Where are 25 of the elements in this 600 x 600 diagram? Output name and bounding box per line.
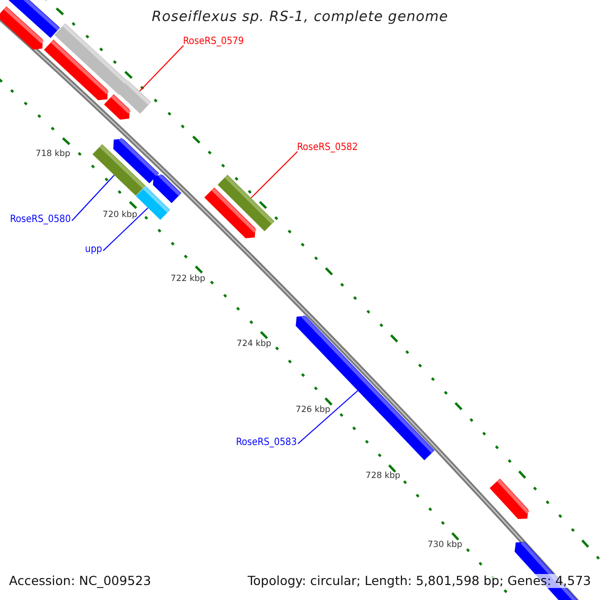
- gene-feature: [218, 174, 274, 232]
- gene-feature: [116, 80, 152, 114]
- leader-line: [139, 45, 184, 92]
- gene-label: RoseRS_0582: [297, 142, 358, 154]
- position-label: 730 kbp: [428, 541, 462, 551]
- gene-label: RoseRS_0580: [10, 214, 71, 226]
- position-label: 728 kbp: [366, 472, 400, 482]
- position-label: 724 kbp: [236, 340, 272, 350]
- genome-info-text: Topology: circular; Length: 5,801,598 bp; Genes: 4,573: [248, 574, 591, 588]
- position-label: 718 kbp: [36, 150, 70, 160]
- gene-label: upp: [85, 244, 102, 256]
- position-label: 720 kbp: [102, 211, 138, 221]
- title: Roseiflexus sp. RS-1, complete genome: [150, 9, 450, 25]
- gene-label: RoseRS_0583: [236, 437, 297, 448]
- gene-feature: [92, 144, 146, 196]
- gene-feature: [296, 315, 434, 460]
- position-label: 722 kbp: [170, 275, 206, 285]
- gene-label: RoseRS_0579: [183, 36, 244, 48]
- leader-line: [71, 174, 115, 222]
- leader-line: [250, 151, 298, 199]
- leader-line: [297, 390, 358, 444]
- gene-feature: [136, 186, 170, 220]
- position-label: 726 kbp: [296, 406, 330, 416]
- accession-text: Accession: NC_009523: [9, 574, 152, 588]
- leader-line: [102, 207, 148, 252]
